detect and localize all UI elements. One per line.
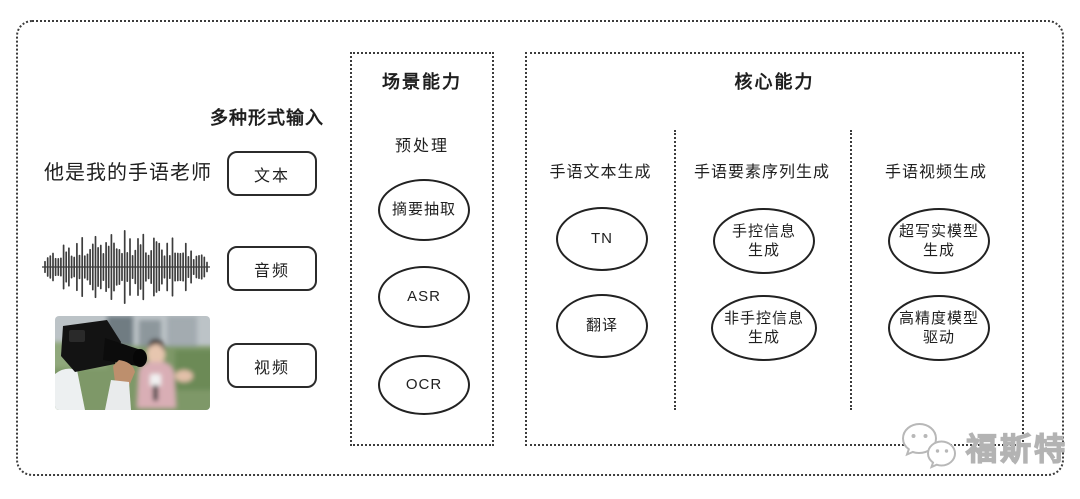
core-capability-panel: 核心能力 手语文本生成 TN 翻译 手语要素序列生成 手控信息 生成 非手控信息… xyxy=(525,52,1024,446)
node-label: 摘要抽取 xyxy=(391,201,456,219)
node-ocr: OCR xyxy=(378,355,470,415)
node-label: TN xyxy=(591,230,613,248)
input-type-label: 文本 xyxy=(253,167,290,185)
node-tn: TN xyxy=(556,207,648,271)
node-label: 非手控信息 生成 xyxy=(723,309,804,347)
column-header: 手语文本生成 xyxy=(549,164,652,181)
reporter-photo xyxy=(55,316,210,410)
outer-dotted-border xyxy=(16,20,1064,476)
watermark: 福斯特 xyxy=(898,418,1068,474)
scene-panel-title: 场景能力 xyxy=(382,72,462,92)
sample-sentence-text: 他是我的手语老师 xyxy=(44,162,212,184)
node-asr: ASR xyxy=(378,266,470,328)
preprocess-label: 预处理 xyxy=(394,138,449,155)
core-column-video-generation: 手语视频生成 超写实模型 生成 高精度模型 驱动 xyxy=(850,54,1022,444)
input-type-box-audio: 音频 xyxy=(227,246,317,291)
input-type-label: 音频 xyxy=(253,262,290,280)
input-type-label: 视频 xyxy=(253,359,290,377)
core-column-text-generation: 手语文本生成 TN 翻译 xyxy=(527,54,674,444)
wechat-icon xyxy=(898,418,960,474)
audio-waveform-icon xyxy=(42,228,210,306)
input-type-box-text: 文本 xyxy=(227,151,317,196)
column-header: 手语视频生成 xyxy=(884,164,987,181)
core-panel-title: 核心能力 xyxy=(734,72,815,92)
column-divider xyxy=(850,130,852,410)
input-type-box-video: 视频 xyxy=(227,343,317,388)
node-label: 高精度模型 驱动 xyxy=(898,309,979,347)
node-label: 超写实模型 生成 xyxy=(898,222,979,260)
node-label: 翻译 xyxy=(585,317,618,335)
node-hyperrealistic-model-generation: 超写实模型 生成 xyxy=(888,208,990,274)
node-manual-info-generation: 手控信息 生成 xyxy=(713,208,815,274)
node-label: ASR xyxy=(407,288,441,306)
node-label: 手控信息 生成 xyxy=(731,222,796,260)
node-non-manual-info-generation: 非手控信息 生成 xyxy=(711,295,817,361)
core-column-element-sequence: 手语要素序列生成 手控信息 生成 非手控信息 生成 xyxy=(674,54,850,444)
watermark-text: 福斯特 xyxy=(965,431,1068,467)
column-divider xyxy=(674,130,676,410)
node-summary-extraction: 摘要抽取 xyxy=(378,179,470,241)
node-high-precision-model-driving: 高精度模型 驱动 xyxy=(888,295,990,361)
node-label: OCR xyxy=(405,376,443,394)
scene-capability-panel: 场景能力 预处理 摘要抽取 ASR OCR xyxy=(350,52,494,446)
column-header: 手语要素序列生成 xyxy=(693,164,830,181)
node-translate: 翻译 xyxy=(556,294,648,358)
input-section-heading: 多种形式输入 xyxy=(210,108,324,128)
